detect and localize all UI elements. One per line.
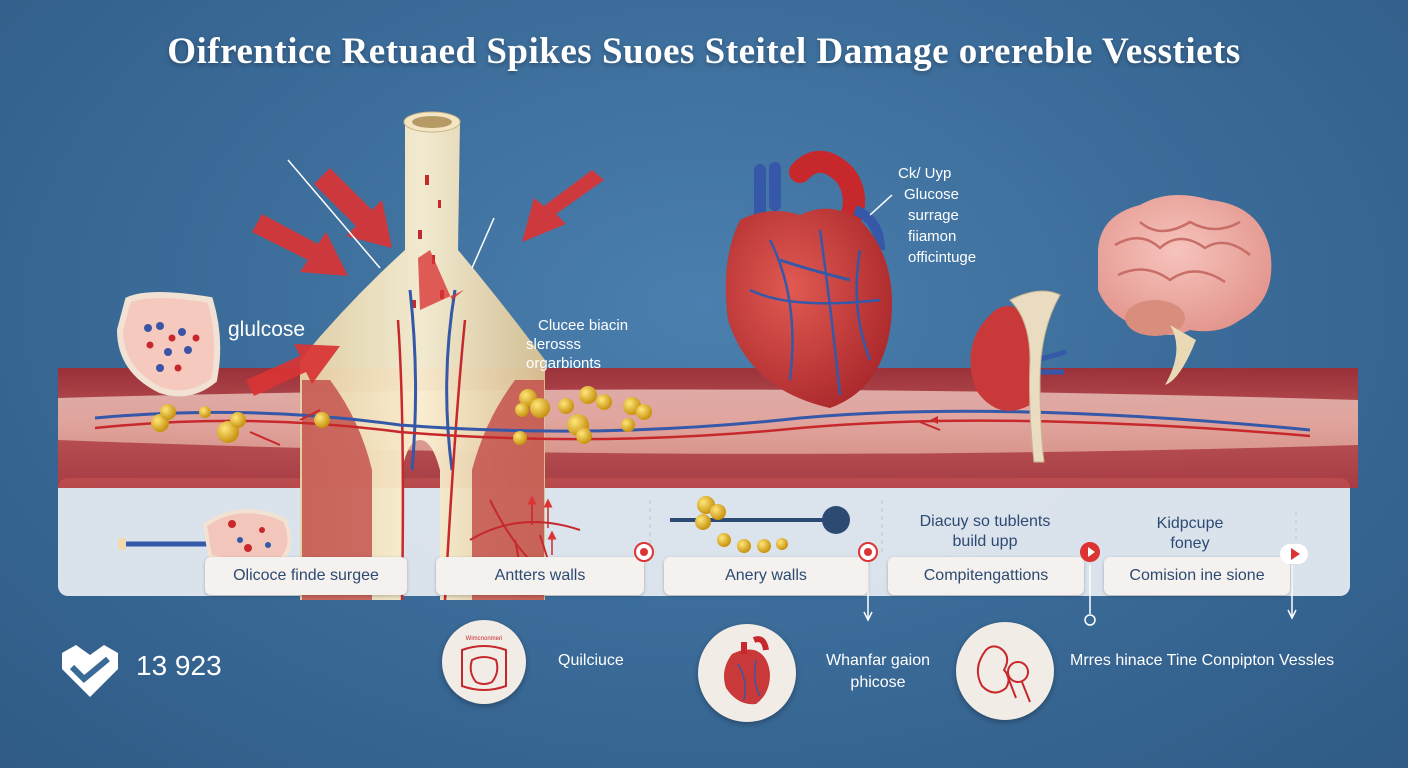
middle-label: Clucee biacin slerosss orgarbionts: [526, 317, 629, 372]
panel-artery-walls: Antters walls: [436, 557, 644, 595]
count-value: 13 923: [136, 650, 222, 681]
record-icon[interactable]: [858, 542, 878, 562]
upper-heart-label: Ck/ Uyp Glucose surrage fiiamon officint…: [898, 165, 977, 266]
buildup-label: Diacuy so tublents build upp: [919, 513, 1051, 550]
panel-complications: Compitengattions: [888, 557, 1084, 595]
kidney-icon: [956, 622, 1054, 720]
panel-glucose-surge: Olicoce finde surgee: [205, 557, 407, 595]
tissue-icon: [116, 292, 221, 397]
pancreas-icon: Wimcnonmeri: [442, 620, 526, 704]
panel-anery-walls: Anery walls: [664, 557, 868, 595]
panel-comision: Comision ine sione: [1104, 557, 1290, 595]
heart-shield-icon: [62, 645, 118, 697]
play-icon[interactable]: [1280, 544, 1308, 564]
heart-organ: [725, 150, 892, 408]
heart-icon: [698, 624, 796, 722]
record-icon[interactable]: [634, 542, 654, 562]
bottom-item-1: Quilciuce: [558, 652, 624, 669]
play-icon[interactable]: [1080, 542, 1100, 562]
bottom-item-2: Whanfar gaion phicose: [825, 652, 931, 691]
glucose-label: glulcose: [228, 318, 306, 341]
kidney-label: Kidpcupe foney: [1156, 515, 1224, 552]
bottom-item-3: Mrres hinace Tine Conpipton Vessles: [1070, 652, 1335, 669]
page-title: Oifrentice Retuaed Spikes Suoes Steitel …: [167, 31, 1241, 72]
kidney-organ: [970, 290, 1067, 463]
circle-caption: Wimcnonmeri: [466, 636, 503, 642]
brain-organ: [1098, 195, 1272, 385]
